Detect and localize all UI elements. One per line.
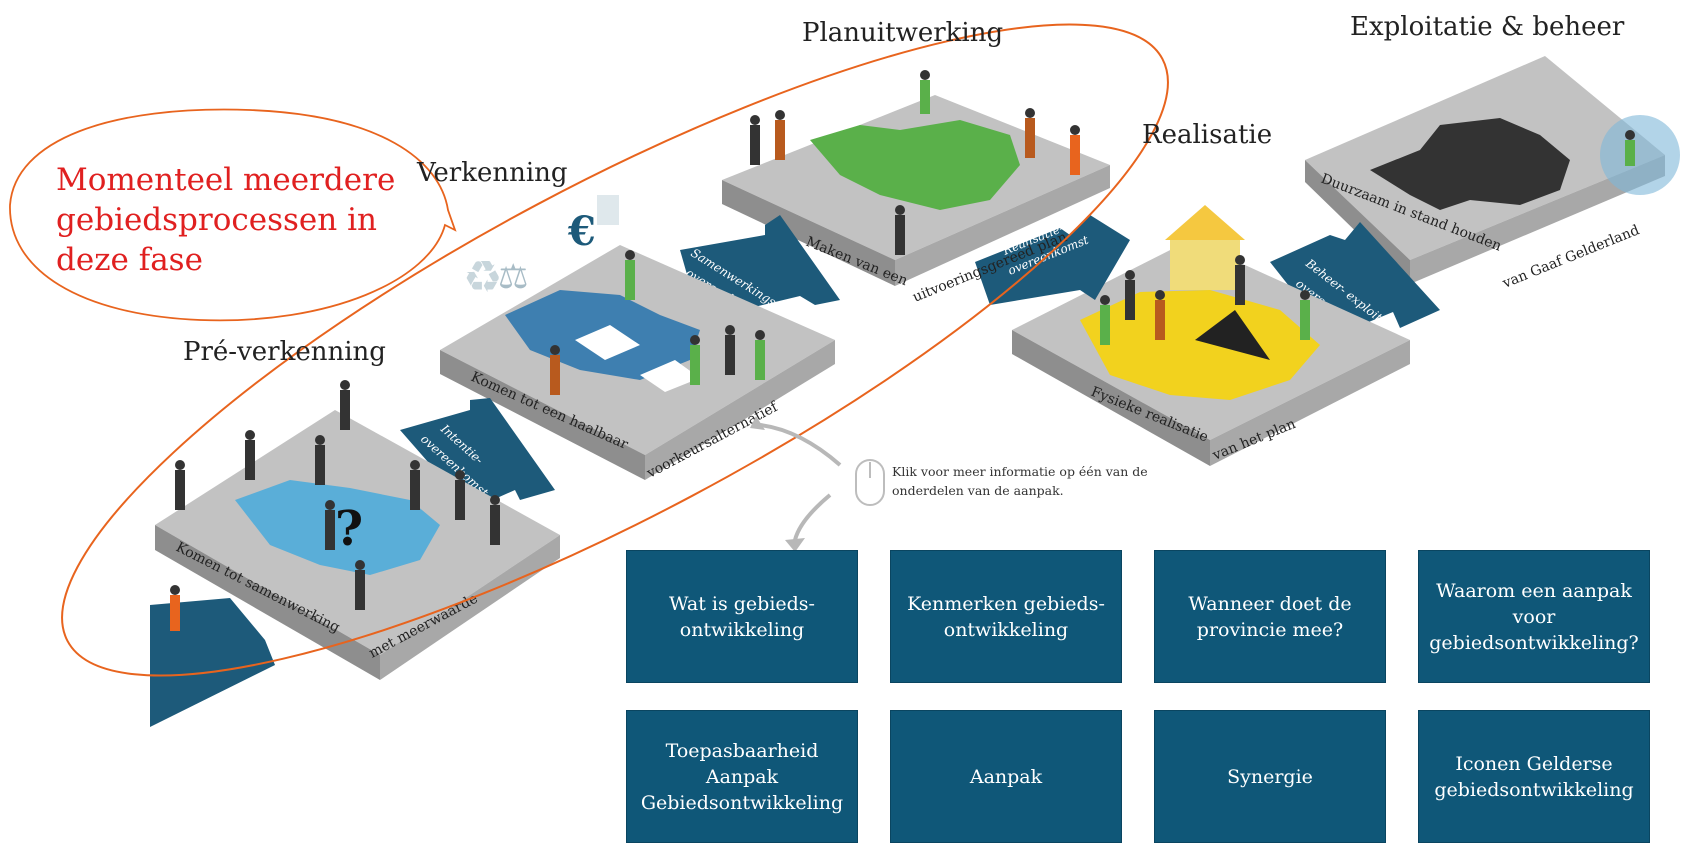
phase-title-verkenning[interactable]: Verkenning <box>417 158 568 188</box>
region-map-dark <box>1370 118 1570 210</box>
tile-wat-is-gebiedsontwikkeling[interactable]: Wat is gebieds- ontwikkeling <box>626 550 858 683</box>
recycle-icon: ♻ <box>463 252 502 303</box>
tile-wanneer-provincie[interactable]: Wanneer doet de provincie mee? <box>1154 550 1386 683</box>
phase-title-exploitatie[interactable]: Exploitatie & beheer <box>1350 12 1625 42</box>
tile-kenmerken[interactable]: Kenmerken gebieds- ontwikkeling <box>890 550 1122 683</box>
region-map-blue <box>235 480 440 575</box>
region-map-green <box>810 120 1020 210</box>
scales-icon: ⚖ <box>498 257 528 297</box>
tile-synergie[interactable]: Synergie <box>1154 710 1386 843</box>
phase-title-realisatie[interactable]: Realisatie <box>1142 120 1273 150</box>
warning-sign-icon <box>1195 310 1270 360</box>
euro-icon: € <box>567 208 596 255</box>
tile-waarom-aanpak[interactable]: Waarom een aanpak voor gebiedsontwikkeli… <box>1418 550 1650 683</box>
phase-title-planuitwerking[interactable]: Planuitwerking <box>802 18 1004 48</box>
house-icon <box>1165 205 1245 240</box>
arrow-intentie[interactable]: Intentie- overeenkomst <box>400 398 555 510</box>
figures <box>170 70 1635 631</box>
highlight-ellipse <box>61 23 1169 677</box>
info-tiles: Wat is gebieds- ontwikkeling Kenmerken g… <box>626 550 1650 843</box>
tile-iconen[interactable]: Iconen Gelderse gebiedsontwikkeling <box>1418 710 1650 843</box>
annotation-bubble <box>9 108 457 322</box>
guide-arrow-down <box>793 493 832 541</box>
hint-text: Klik voor meer informatie op één van de … <box>892 464 1148 498</box>
tile-toepasbaarheid[interactable]: Toepasbaarheid Aanpak Gebiedsontwikkelin… <box>626 710 858 843</box>
mouse-icon <box>855 459 885 506</box>
document-icon <box>597 195 619 225</box>
phase-title-preverkenning[interactable]: Pré-verkenning <box>183 337 386 367</box>
annotation-text: Momenteel meerdere gebiedsprocessen in d… <box>56 162 396 278</box>
arrow-entry <box>150 598 275 727</box>
region-map-yellow <box>1080 290 1320 400</box>
tile-aanpak[interactable]: Aanpak <box>890 710 1122 843</box>
platform-preverkenning[interactable]: ? Komen tot samenwerking met meerwaarde <box>155 410 560 680</box>
question-mark-icon: ? <box>335 501 363 557</box>
guide-arrow-up <box>759 423 842 467</box>
